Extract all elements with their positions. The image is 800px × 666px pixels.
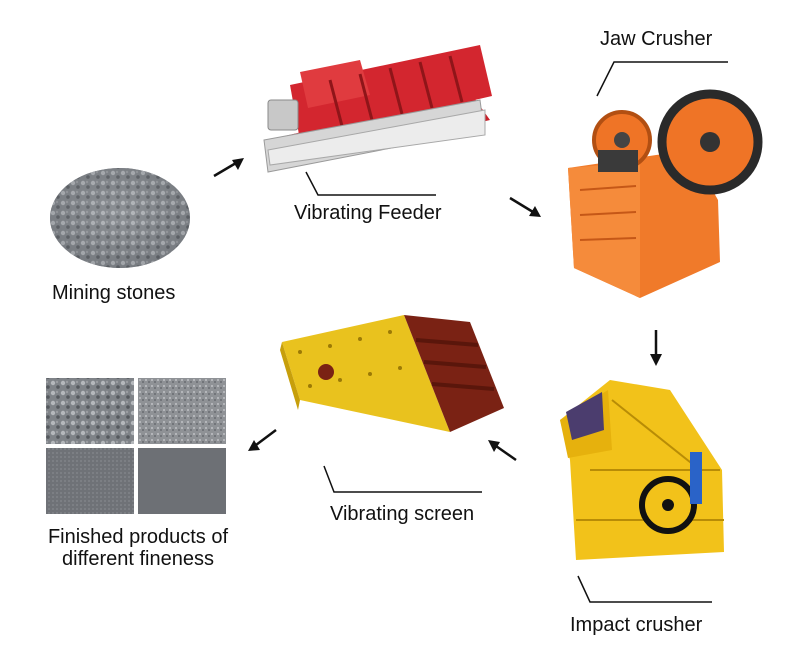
arrow-stones-to-feeder bbox=[213, 158, 244, 178]
sand-tile bbox=[138, 448, 226, 514]
vibrating-screen-image bbox=[280, 315, 504, 432]
arrow-impact-to-screen bbox=[488, 440, 517, 462]
fine-gravel-tile bbox=[46, 448, 134, 514]
arrow-feeder-to-jaw bbox=[509, 196, 541, 217]
arrow-screen-to-products bbox=[248, 429, 277, 451]
impact-crusher-image bbox=[560, 380, 724, 560]
vibrating-feeder-label: Vibrating Feeder bbox=[294, 202, 442, 224]
vibrating-screen-label: Vibrating screen bbox=[330, 503, 475, 525]
vibrating-feeder-image bbox=[263, 45, 492, 173]
impact-crusher-leader-line bbox=[577, 575, 712, 603]
impact-crusher-label: Impact crusher bbox=[570, 614, 703, 636]
medium-gravel-tile bbox=[138, 378, 226, 444]
arrow-jaw-to-impact bbox=[650, 330, 662, 366]
finished-products-label: Finished products of different fineness bbox=[47, 526, 229, 570]
finished-products-grid bbox=[46, 378, 226, 514]
jaw-crusher-label: Jaw Crusher bbox=[600, 28, 713, 50]
jaw-crusher-leader-line bbox=[596, 61, 728, 97]
mining-stones-image bbox=[50, 168, 190, 268]
vibrating-feeder-leader-line bbox=[305, 171, 436, 196]
coarse-gravel-tile bbox=[46, 378, 134, 444]
jaw-crusher-image bbox=[568, 89, 763, 298]
vibrating-screen-leader-line bbox=[323, 465, 482, 493]
mining-stones-label: Mining stones bbox=[52, 282, 176, 304]
